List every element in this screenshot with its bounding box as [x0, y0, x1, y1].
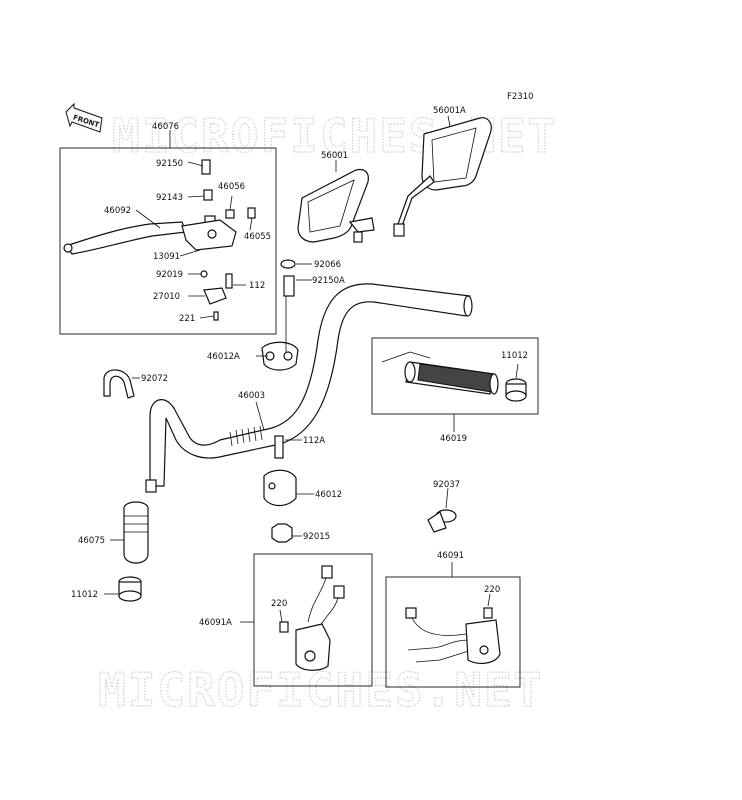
band-92072 — [103, 369, 135, 399]
mirror-right — [393, 117, 492, 237]
bolt-112a — [274, 435, 284, 459]
label-11012-right: 11012 — [501, 351, 528, 361]
right-switch-box — [385, 576, 521, 688]
label-92150: 92150 — [156, 159, 183, 169]
left-switch — [279, 565, 345, 671]
label-46091a: 46091A — [199, 618, 232, 628]
clamp-upper — [261, 341, 299, 371]
label-46092: 46092 — [104, 206, 131, 216]
label-92037: 92037 — [433, 480, 460, 490]
label-46091: 46091 — [437, 551, 464, 561]
label-112a: 112A — [303, 436, 325, 446]
label-46076: 46076 — [152, 122, 179, 132]
washer-92066 — [280, 259, 296, 269]
label-46055: 46055 — [244, 232, 271, 242]
label-92072: 92072 — [141, 374, 168, 384]
label-46056: 46056 — [218, 182, 245, 192]
label-11012-left: 11012 — [71, 590, 98, 600]
cable-clamp-92037 — [427, 509, 457, 533]
mirror-left — [297, 168, 375, 243]
front-arrow-icon: FRONT — [65, 102, 103, 133]
grip-end-left — [118, 576, 142, 602]
label-13091: 13091 — [153, 252, 180, 262]
watermark-bottom: MICROFICHES.NET — [98, 663, 543, 717]
throttle-grip — [404, 361, 499, 395]
figure-id: F2310 — [507, 92, 534, 102]
clamp-lower — [263, 469, 297, 507]
label-92066: 92066 — [314, 260, 341, 270]
label-92015: 92015 — [303, 532, 330, 542]
throttle-grip-box — [371, 337, 539, 415]
label-92143: 92143 — [156, 193, 183, 203]
lever-assembly-box — [59, 147, 277, 335]
left-grip — [123, 501, 149, 564]
brake-lever-assembly — [63, 159, 256, 321]
label-220-right: 220 — [484, 585, 500, 595]
label-46075: 46075 — [78, 536, 105, 546]
label-220-left: 220 — [271, 599, 287, 609]
label-27010: 27010 — [153, 292, 180, 302]
label-92019: 92019 — [156, 270, 183, 280]
label-112: 112 — [249, 281, 265, 291]
bolt-92150a — [283, 275, 295, 297]
label-221: 221 — [179, 314, 195, 324]
right-switch — [405, 607, 501, 664]
label-56001: 56001 — [321, 151, 348, 161]
left-switch-box — [253, 553, 373, 687]
nut-92015 — [271, 523, 293, 543]
grip-end-right — [505, 378, 527, 402]
label-92150a: 92150A — [312, 276, 345, 286]
label-56001a: 56001A — [433, 106, 466, 116]
label-46003: 46003 — [238, 391, 265, 401]
label-46019: 46019 — [440, 434, 467, 444]
label-46012a: 46012A — [207, 352, 240, 362]
label-46012: 46012 — [315, 490, 342, 500]
